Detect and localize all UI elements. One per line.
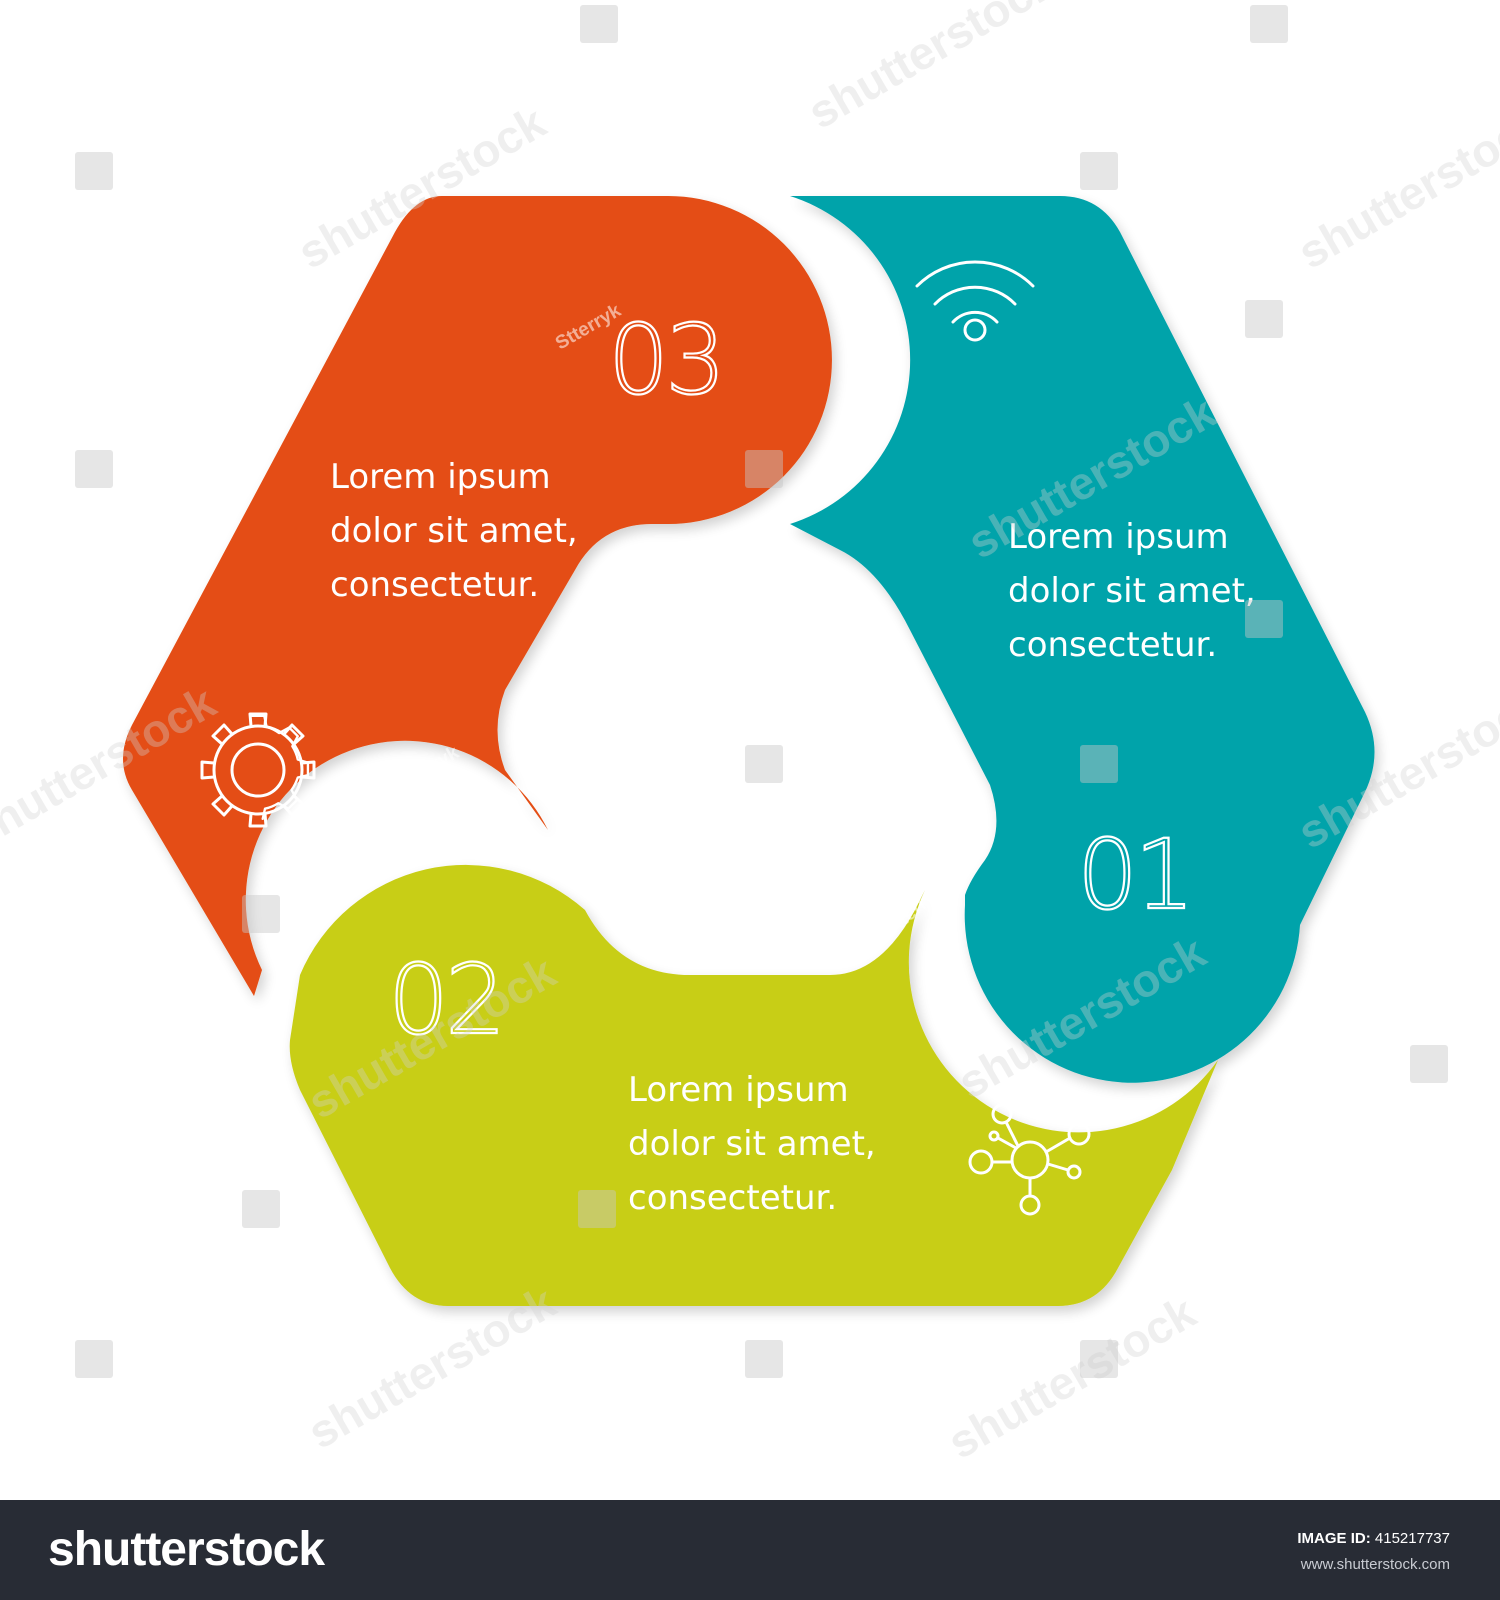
watermark-text: shutterstock: [939, 1285, 1204, 1468]
watermark-text: shutterstock: [799, 0, 1064, 139]
image-id-label: IMAGE ID:: [1297, 1530, 1371, 1547]
segment-01-text-line-1: Lorem ipsum: [1008, 517, 1229, 557]
segment-03-text-line-2: dolor sit amet,: [330, 511, 578, 551]
segment-01-text-line-3: consectetur.: [1008, 625, 1217, 665]
segment-02-text-line-1: Lorem ipsum: [628, 1070, 849, 1110]
footer-url: www.shutterstock.com: [1300, 1556, 1450, 1573]
segment-03-text-line-3: consectetur.: [330, 565, 539, 605]
footer-logo: shutterstock: [48, 1523, 325, 1576]
segment-03-number: 03: [608, 304, 722, 416]
segment-02-text-line-2: dolor sit amet,: [628, 1124, 876, 1164]
image-id: IMAGE ID: 415217737: [1297, 1530, 1450, 1547]
network-hub-icon: [968, 1103, 1091, 1216]
segment-01: [790, 196, 1375, 1083]
image-id-value: 415217737: [1374, 1530, 1450, 1547]
wifi-icon: [915, 260, 1035, 342]
gear-icon: [200, 712, 316, 828]
segment-03-shape: [123, 196, 832, 996]
hexagon-cycle-diagram: 03 Lorem ipsum dolor sit amet, consectet…: [0, 0, 1500, 1469]
watermark-author: Stterryk: [880, 879, 949, 942]
footer-bar: shutterstock IMAGE ID: 415217737 www.shu…: [0, 1500, 1500, 1600]
segment-02: [289, 864, 1218, 1306]
segment-03: [123, 196, 832, 996]
segment-02-text-line-3: consectetur.: [628, 1178, 837, 1218]
watermark-text: shutterstock: [1289, 95, 1500, 278]
segment-01-shape: [790, 196, 1375, 1083]
watermark-author: Stterryk: [390, 742, 463, 796]
segment-03-text-line-1: Lorem ipsum: [330, 457, 551, 497]
segment-02-shape: [289, 864, 1218, 1306]
segment-01-number: 01: [1077, 819, 1191, 931]
segment-02-number: 02: [388, 944, 502, 1056]
segment-01-text-line-2: dolor sit amet,: [1008, 571, 1256, 611]
